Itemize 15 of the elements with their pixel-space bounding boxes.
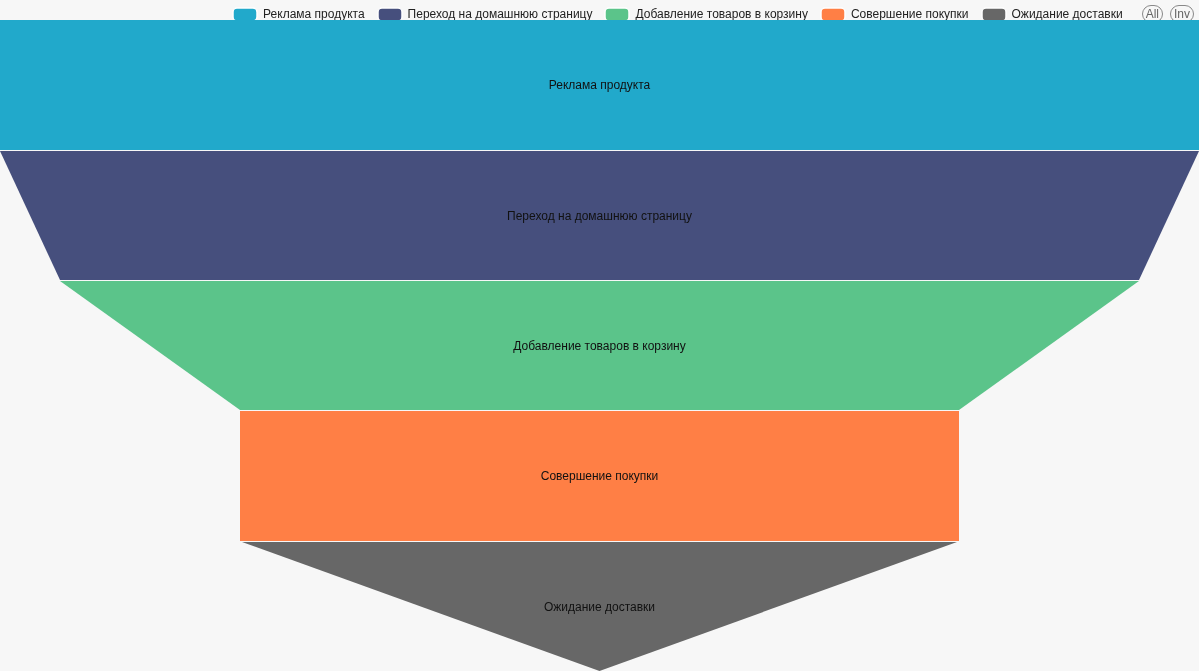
legend-label: Переход на домашнюю страницу (407, 7, 593, 21)
segment-label: Переход на домашнюю страницу (507, 208, 692, 223)
segment-label: Совершение покупки (540, 469, 659, 483)
segment-label: Реклама продукта (548, 78, 651, 92)
funnel-segment (240, 411, 959, 541)
legend-label: Реклама продукта (263, 7, 365, 21)
funnel-segment (242, 542, 957, 671)
funnel-segment (0, 20, 1199, 150)
legend-label: Добавление товаров в корзину (635, 7, 808, 21)
legend-label: Совершение покупки (850, 7, 969, 21)
segment-label: Ожидание доставки (543, 599, 656, 614)
segment-label: Добавление товаров в корзину (513, 338, 686, 353)
funnel-segment (60, 281, 1139, 410)
funnel-segment (0, 151, 1199, 280)
legend-label: Ожидание доставки (1011, 7, 1123, 21)
